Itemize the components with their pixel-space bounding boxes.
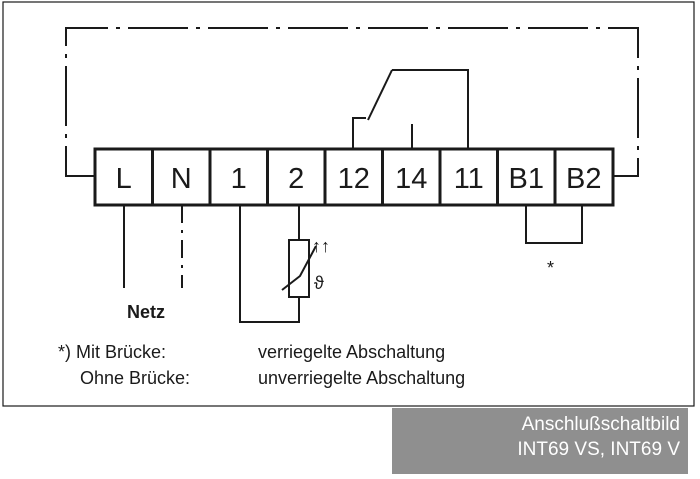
note-with-bridge-text: verriegelte Abschaltung [258,342,445,362]
note-without-bridge-prefix: Ohne Brücke: [80,368,190,388]
terminal-label: B1 [509,163,544,195]
diagram-frame [2,1,695,407]
terminal-b1: B1 [496,149,544,205]
terminal-label: 11 [454,163,484,195]
terminal-14: 14 [381,149,427,205]
terminal-12: 12 [323,149,370,205]
note-with-bridge-prefix: *) Mit Brücke: [58,342,166,362]
terminal-n: N [151,149,192,205]
terminal-1: 1 [208,149,247,205]
terminal-2: 2 [266,149,304,205]
terminal-label: 12 [338,163,370,195]
diagram-caption: Anschlußschaltbild INT69 VS, INT69 V [392,408,688,474]
terminal-label: 2 [288,163,304,195]
note-without-bridge-text: unverriegelte Abschaltung [258,368,465,388]
sensor-arrows: ↑↑ [312,236,330,256]
relay-contact [352,69,469,149]
bridge-b1-b2 [525,205,583,244]
caption-model: INT69 VS, INT69 V [517,439,680,460]
theta-symbol: ϑ [314,273,324,293]
thermistor-symbol [288,239,310,298]
netz-label: Netz [127,302,165,322]
terminal-11: 11 [438,149,484,205]
terminal-label: N [171,163,192,195]
caption-title: Anschlußschaltbild [521,414,680,435]
terminal-label: B2 [566,163,601,195]
terminal-label: 1 [231,163,247,195]
bridge-marker: * [547,258,554,278]
sensor-circuit: ↑↑ ϑ [239,205,330,323]
terminal-l: L [116,163,132,195]
terminal-b2: B2 [553,149,601,205]
enclosure-dash-dot-line [65,27,639,177]
terminal-label: L [116,163,132,195]
terminal-label: 14 [395,163,427,195]
